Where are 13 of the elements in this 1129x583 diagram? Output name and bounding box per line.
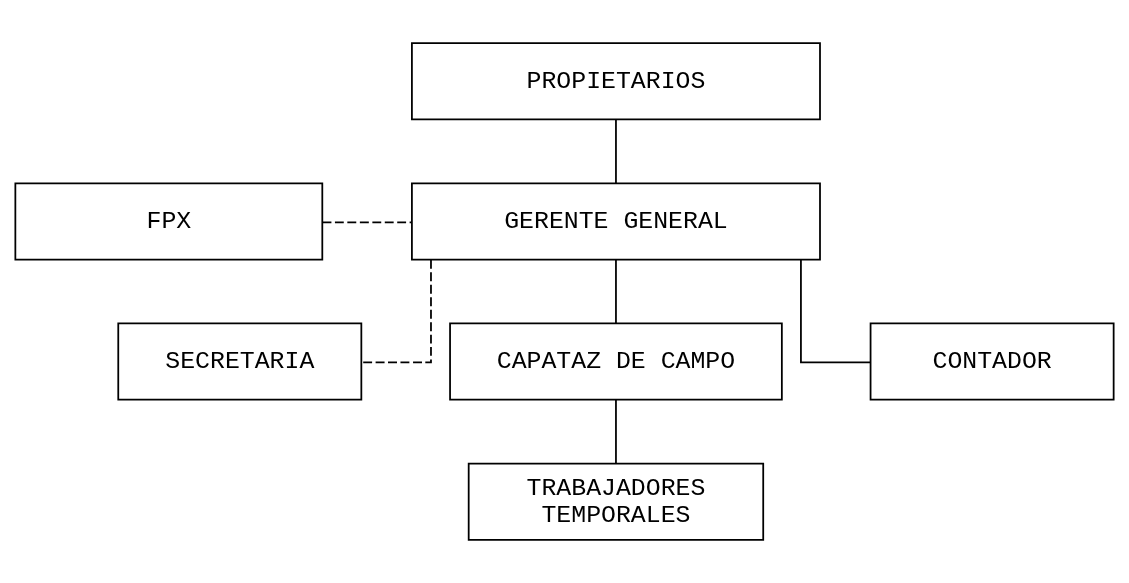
node-box: SECRETARIA (117, 322, 363, 401)
connector (360, 259, 432, 364)
node-box: TRABAJADORES TEMPORALES (467, 462, 765, 541)
node-box: CAPATAZ DE CAMPO (449, 322, 783, 401)
connector (321, 221, 413, 224)
connector (615, 258, 617, 325)
node-box: FPX (14, 182, 324, 261)
connector (615, 118, 617, 185)
node-box: PROPIETARIOS (411, 42, 821, 121)
connector (800, 259, 872, 364)
node-box: CONTADOR (869, 322, 1115, 401)
connector (615, 399, 617, 465)
node-box: GERENTE GENERAL (411, 182, 821, 261)
